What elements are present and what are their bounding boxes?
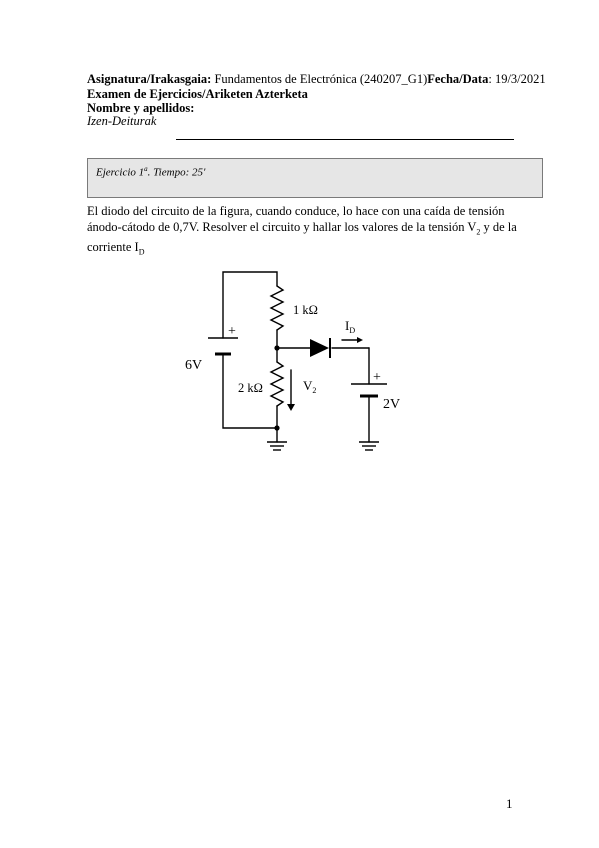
name-label-basque: Izen-Deiturak bbox=[87, 114, 157, 128]
problem-statement: El diodo del circuito de la figura, cuan… bbox=[87, 204, 517, 260]
subject-date-line: Asignatura/Irakasgaia: Fundamentos de El… bbox=[87, 72, 546, 87]
date-label: Fecha/Data bbox=[427, 72, 489, 86]
ground-right bbox=[359, 441, 379, 451]
exercise-time: . Tiempo: 25' bbox=[147, 166, 206, 179]
wire-left-top bbox=[222, 271, 278, 339]
r1-label: 1 kΩ bbox=[293, 303, 318, 317]
problem-text-2: y de la corriente I bbox=[87, 219, 517, 254]
name-input-line[interactable] bbox=[176, 139, 514, 140]
v2-arrow-head bbox=[287, 404, 295, 411]
v2-label: V2 bbox=[303, 378, 316, 395]
exam-title: Examen de Ejercicios/Ariketen Azterketa bbox=[87, 87, 308, 101]
id-label: ID bbox=[345, 318, 355, 335]
source2-label: 2V bbox=[383, 397, 400, 412]
diode-triangle bbox=[310, 339, 329, 357]
exercise-title-text: Ejercicio 1 bbox=[96, 166, 145, 179]
id-label-main: I bbox=[345, 318, 349, 333]
exercise-title: Ejercicio 1a. Tiempo: 25' bbox=[96, 165, 205, 179]
v2-label-sub: 2 bbox=[312, 386, 316, 395]
node-bottom bbox=[274, 425, 280, 431]
v2-label-main: V bbox=[303, 378, 313, 393]
r2-label: 2 kΩ bbox=[238, 381, 263, 395]
wire-left-bottom bbox=[222, 353, 278, 429]
id-arrow-head bbox=[357, 337, 363, 343]
subject-value: Fundamentos de Electrónica (240207_G1) bbox=[211, 72, 428, 86]
date-value: : 19/3/2021 bbox=[488, 72, 546, 86]
exercise-title-sup: a bbox=[144, 165, 148, 173]
node-top bbox=[274, 345, 280, 351]
resistor-r2 bbox=[269, 361, 285, 407]
source1-label: 6V bbox=[185, 358, 202, 373]
ground-left bbox=[267, 441, 287, 451]
circuit-diagram: + 6V 1 kΩ 2 kΩ V2 ID + 2V bbox=[185, 271, 400, 451]
subject-label: Asignatura/Irakasgaia: bbox=[87, 72, 212, 86]
name-label: Nombre y apellidos: bbox=[87, 101, 195, 115]
page-number: 1 bbox=[506, 796, 513, 811]
problem-sub-1: 2 bbox=[476, 227, 481, 236]
source1-plus: + bbox=[228, 324, 236, 339]
problem-text-1: El diodo del circuito de la figura, cuan… bbox=[87, 204, 505, 234]
exercise-header-box: Ejercicio 1a. Tiempo: 25' bbox=[87, 158, 543, 198]
id-label-sub: D bbox=[349, 326, 355, 335]
problem-sub-2: D bbox=[138, 247, 145, 256]
resistor-r1 bbox=[269, 285, 285, 331]
source2-plus: + bbox=[373, 370, 381, 385]
